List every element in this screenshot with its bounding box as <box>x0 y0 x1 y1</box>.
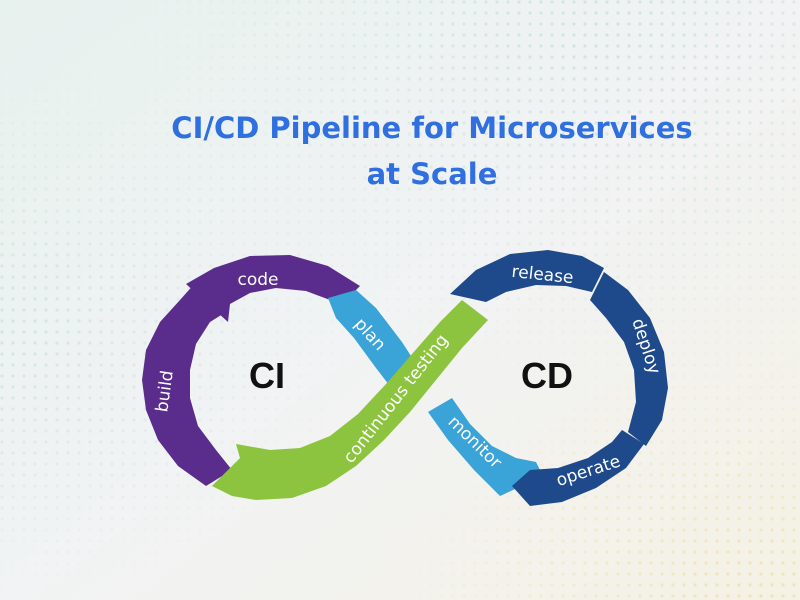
title-line-1: CI/CD Pipeline for Microservices <box>171 111 692 145</box>
build-segment <box>142 282 232 486</box>
continuous-testing-arrow <box>212 300 488 500</box>
deploy-segment <box>590 272 668 446</box>
cd-hub-label: CD <box>521 355 573 396</box>
ci-hub-label: CI <box>249 355 285 396</box>
operate-segment <box>512 430 644 506</box>
plan-segment <box>328 290 420 394</box>
code-segment <box>186 255 360 322</box>
code-label: code <box>238 270 279 290</box>
monitor-segment <box>428 398 540 496</box>
title-line-2: at Scale <box>367 157 498 191</box>
release-segment <box>450 250 604 302</box>
